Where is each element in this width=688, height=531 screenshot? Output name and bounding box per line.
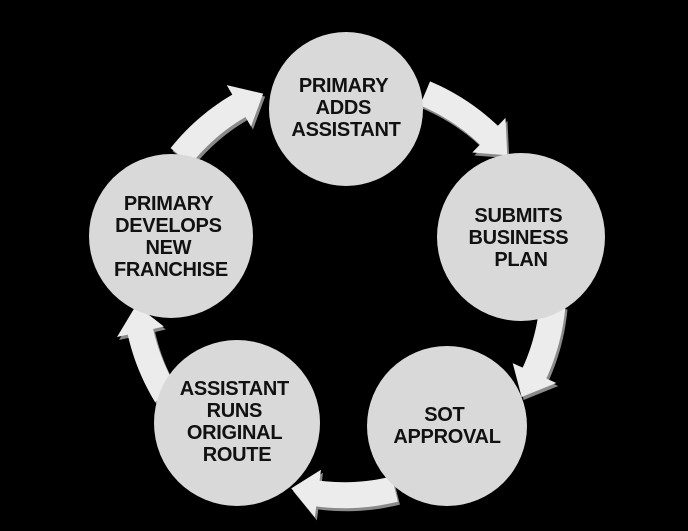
- arrow-franchise-to-adds: [170, 85, 266, 168]
- curved-arrow-icon: [512, 304, 566, 397]
- node-label-line: ROUTE: [203, 444, 272, 466]
- node-label-line: DEVELOPS: [115, 215, 222, 237]
- node-label-line: ADDS: [316, 97, 371, 119]
- node-primary-develops-new-franchise: PRIMARY DEVELOPS NEW FRANCHISE: [89, 154, 253, 318]
- node-label-line: PRIMARY: [124, 193, 214, 215]
- curved-arrow-icon: [117, 304, 178, 403]
- arrow-plan-to-approval: [512, 304, 568, 400]
- node-label: SOT APPROVAL: [393, 404, 500, 448]
- node-label-line: NEW: [145, 237, 191, 259]
- node-label: SUBMITS BUSINESS PLAN: [468, 205, 573, 271]
- node-label: ASSISTANT RUNS ORIGINAL ROUTE: [180, 378, 294, 466]
- curved-arrow-icon: [170, 85, 264, 165]
- curved-arrow-icon: [420, 81, 508, 156]
- node-primary-adds-assistant: PRIMARY ADDS ASSISTANT: [269, 32, 423, 186]
- node-label-line: SOT: [424, 404, 464, 426]
- node-label: PRIMARY ADDS ASSISTANT: [291, 75, 400, 141]
- node-label-line: SUBMITS: [474, 205, 562, 227]
- node-sot-approval: SOT APPROVAL: [367, 346, 527, 506]
- arrow-layer: [117, 81, 568, 521]
- node-label-line: PRIMARY: [299, 75, 389, 97]
- node-circle: [367, 346, 527, 506]
- node-label-line: ASSISTANT: [291, 119, 400, 141]
- node-circle: [154, 340, 320, 506]
- node-submits-business-plan: SUBMITS BUSINESS PLAN: [437, 153, 605, 321]
- node-circle: [89, 154, 253, 318]
- node-label-line: APPROVAL: [393, 426, 500, 448]
- node-assistant-runs-original-route: ASSISTANT RUNS ORIGINAL ROUTE: [154, 340, 320, 506]
- node-circle: [437, 153, 605, 321]
- node-label-line: ORIGINAL: [187, 422, 282, 444]
- node-label-line: ASSISTANT: [180, 378, 289, 400]
- arrow-route-to-franchise: [117, 304, 180, 406]
- node-circle: [269, 32, 423, 186]
- curved-arrow-icon: [291, 469, 398, 518]
- node-label-line: PLAN: [494, 249, 547, 271]
- node-label-line: RUNS: [207, 400, 262, 422]
- arrow-approval-to-route: [291, 469, 400, 521]
- node-label: PRIMARY DEVELOPS NEW FRANCHISE: [114, 193, 228, 281]
- node-label-line: FRANCHISE: [114, 259, 228, 281]
- node-label-line: BUSINESS: [468, 227, 568, 249]
- arrow-adds-to-plan: [420, 81, 510, 159]
